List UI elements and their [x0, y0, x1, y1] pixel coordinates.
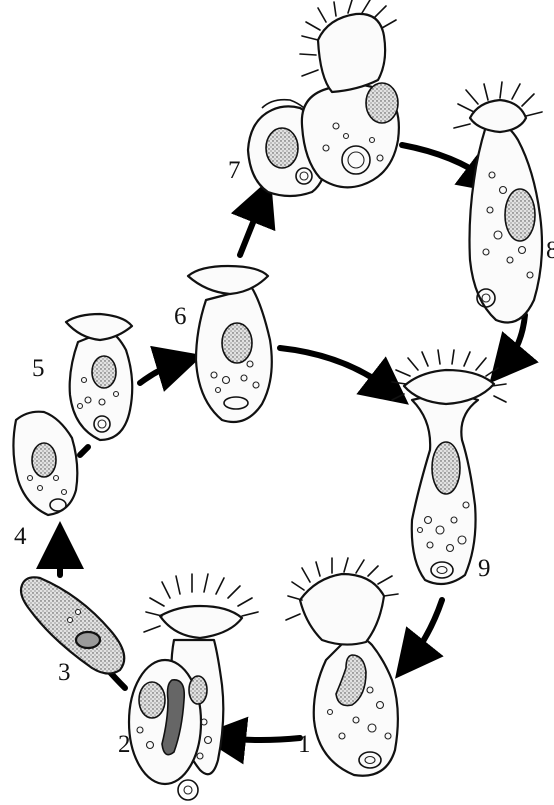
- arrow-6-to-9: [280, 348, 390, 390]
- label-stage-7: 7: [228, 157, 241, 184]
- stage-2-cell: [129, 574, 258, 800]
- label-stage-6: 6: [174, 303, 187, 330]
- stage-4-cell: [13, 412, 77, 515]
- stage-7-cells: [248, 0, 399, 196]
- stage-6-cell: [188, 266, 272, 422]
- label-stage-1: 1: [298, 731, 311, 758]
- arrow-4-to-5: [80, 447, 88, 455]
- arrow-1-to-2: [222, 738, 300, 740]
- label-stage-4: 4: [14, 523, 27, 550]
- label-stage-3: 3: [58, 659, 71, 686]
- arrow-6-to-7: [240, 200, 262, 255]
- stage-8-cell: [454, 82, 542, 323]
- label-stage-9: 9: [478, 555, 491, 582]
- stage-5-cell: [66, 314, 132, 440]
- arrow-9-to-1: [410, 600, 442, 660]
- stage-3-cyst: [21, 577, 124, 673]
- arrow-5-to-6: [140, 362, 180, 383]
- stage-9-cell: [392, 350, 506, 584]
- label-stage-8: 8: [546, 237, 554, 264]
- label-stage-2: 2: [118, 731, 131, 758]
- label-stage-5: 5: [32, 355, 45, 382]
